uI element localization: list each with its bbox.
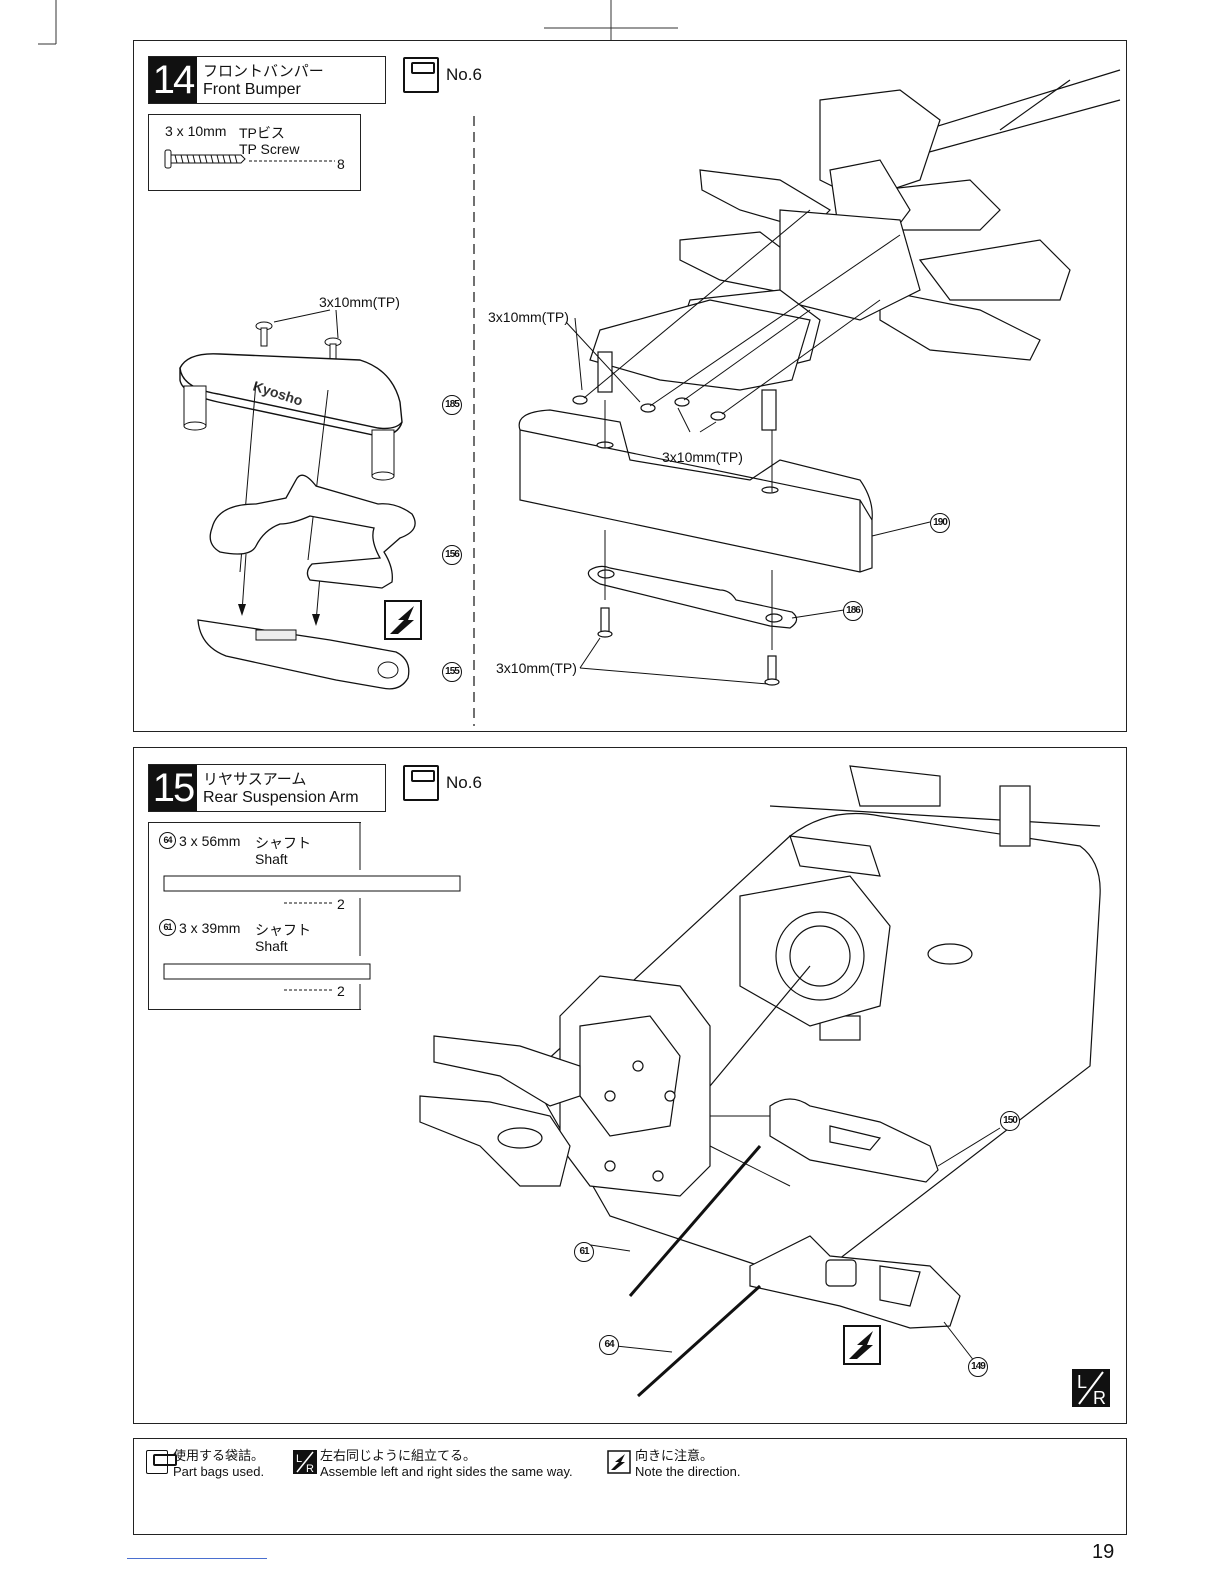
bag-icon xyxy=(146,1450,177,1474)
legend-dir-jp: 向きに注意。 xyxy=(635,1448,714,1463)
step-14-panel xyxy=(133,40,1127,732)
part-name-jp: シャフト xyxy=(255,922,311,938)
part-name-en: TP Screw xyxy=(239,141,300,157)
callout-185: 185 xyxy=(442,395,462,415)
callout-149: 149 xyxy=(968,1357,988,1377)
callout-186: 186 xyxy=(843,601,863,621)
part-name-jp: TPビス xyxy=(239,125,285,141)
svg-text:L: L xyxy=(1077,1372,1087,1392)
parts-box-step14: 3 x 10mm TPビス TP Screw 8 xyxy=(148,114,361,191)
bag-icon xyxy=(403,57,439,93)
step-15-panel xyxy=(133,747,1127,1424)
step14-divider xyxy=(473,116,475,726)
legend-lr-en: Assemble left and right sides the same w… xyxy=(320,1464,573,1479)
step-title-en: Front Bumper xyxy=(203,81,301,98)
part-ref-64: 64 xyxy=(159,832,176,849)
left-bumper-assembly-drawing: Kyosho xyxy=(179,309,416,690)
screw-label-right-top: 3x10mm(TP) xyxy=(488,309,569,325)
screw-label-left: 3x10mm(TP) xyxy=(319,294,400,310)
left-right-icon: L R xyxy=(293,1450,317,1475)
bag-icon xyxy=(403,765,439,801)
screw-drawing xyxy=(164,149,335,169)
crop-marks xyxy=(38,0,678,45)
left-right-icon: L R xyxy=(1072,1369,1110,1408)
page-number: 19 xyxy=(1092,1541,1115,1563)
bag-label: No.6 xyxy=(446,773,482,792)
part-size: 3 x 39mm xyxy=(179,920,241,936)
screw-label-right-bottom: 3x10mm(TP) xyxy=(496,660,577,676)
bottom-rule xyxy=(127,1558,267,1559)
callout-61: 61 xyxy=(574,1242,594,1262)
callout-155: 155 xyxy=(442,662,462,682)
screw-label-right-mid: 3x10mm(TP) xyxy=(662,449,743,465)
bag-label: No.6 xyxy=(446,65,482,84)
callout-190: 190 xyxy=(930,513,950,533)
callout-150: 150 xyxy=(1000,1111,1020,1131)
legend-panel xyxy=(133,1438,1127,1535)
svg-text:R: R xyxy=(1093,1388,1106,1408)
part-qty: 2 xyxy=(337,896,345,912)
part-size: 3 x 56mm xyxy=(179,833,241,849)
direction-icon xyxy=(607,1450,631,1474)
callout-156: 156 xyxy=(442,545,462,565)
step-number: 15 xyxy=(149,765,197,811)
svg-text:L: L xyxy=(296,1453,302,1465)
step-15-header: 15 リヤサスアーム Rear Suspension Arm xyxy=(148,764,386,812)
part-qty: 2 xyxy=(337,983,345,999)
step-title-en: Rear Suspension Arm xyxy=(203,789,359,806)
part-name-en: Shaft xyxy=(255,851,288,867)
part-name-en: Shaft xyxy=(255,938,288,954)
callout-64: 64 xyxy=(599,1335,619,1355)
shaft-drawings xyxy=(163,822,461,1010)
right-bumper-assembly-drawing xyxy=(518,69,1121,686)
part-name-jp: シャフト xyxy=(255,835,311,851)
part-ref-61: 61 xyxy=(159,919,176,936)
direction-icon xyxy=(843,1325,881,1365)
svg-text:R: R xyxy=(306,1463,314,1475)
direction-icon xyxy=(384,600,422,640)
step-14-header: 14 フロントバンパー Front Bumper xyxy=(148,56,386,104)
part-qty: 8 xyxy=(337,156,345,172)
legend-dir-en: Note the direction. xyxy=(635,1464,741,1479)
step-title-jp: リヤサスアーム xyxy=(203,771,307,788)
parts-box-step15: 64 3 x 56mm シャフト Shaft 2 61 3 x 39mm シャフ… xyxy=(148,822,361,1010)
legend-bags-jp: 使用する袋詰。 xyxy=(173,1448,265,1463)
step-number: 14 xyxy=(149,57,197,103)
legend-bags-en: Part bags used. xyxy=(173,1464,265,1479)
step-title-jp: フロントバンパー xyxy=(203,63,324,80)
part-size: 3 x 10mm xyxy=(165,123,227,139)
legend-lr-jp: 左右同じように組立てる。 xyxy=(320,1448,477,1463)
rear-suspension-assembly-drawing xyxy=(419,765,1101,1398)
